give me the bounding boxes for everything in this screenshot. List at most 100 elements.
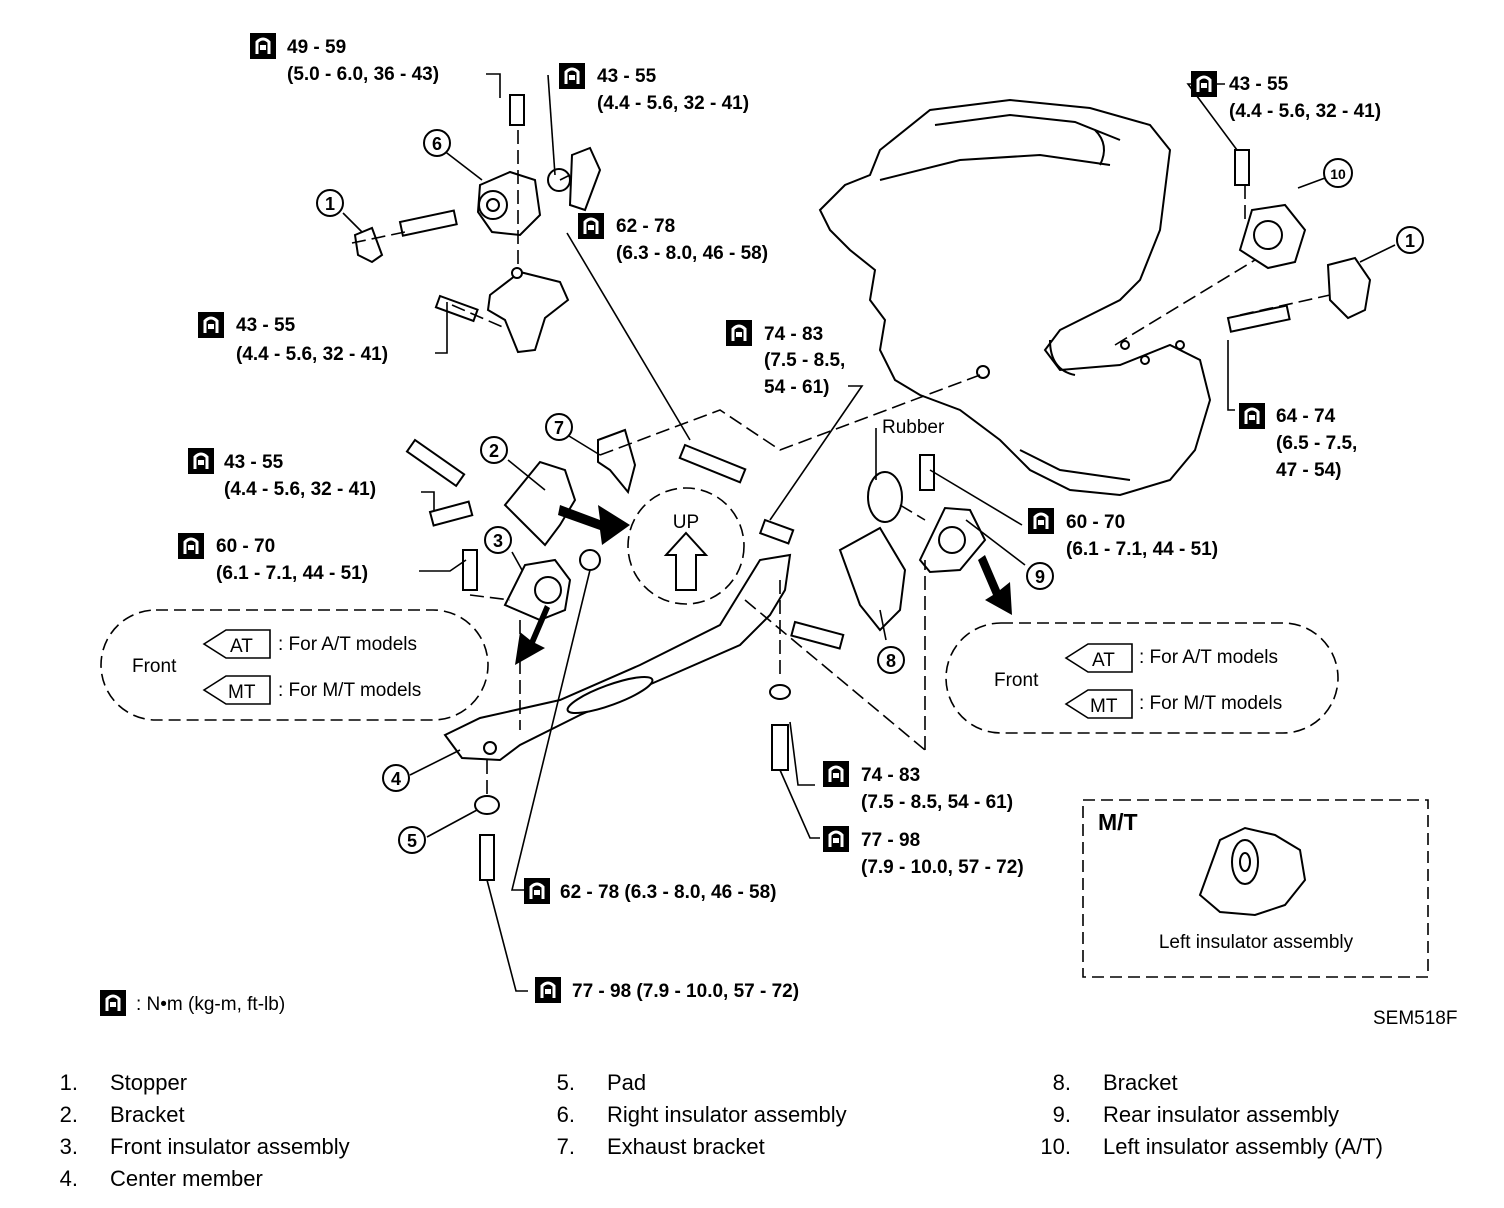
torque-spec: 43 - 55 (4.4 - 5.6, 32 - 41) — [557, 61, 749, 114]
direction-arrows — [515, 505, 1012, 665]
callout-3: 3 — [484, 526, 512, 554]
front-insulator-3 — [503, 558, 572, 622]
torque-spec: 43 - 55 (4.4 - 5.6, 32 - 41) — [196, 310, 388, 365]
svg-text:4: 4 — [391, 769, 401, 789]
svg-text:49 - 59: 49 - 59 — [287, 37, 346, 58]
at-text: : For A/T models — [1139, 647, 1278, 668]
torque-spec: 60 - 70 (6.1 - 7.1, 44 - 51) — [1026, 506, 1218, 560]
torque-spec: 74 - 83 (7.5 - 8.5, 54 - 61) — [821, 759, 1013, 813]
svg-text:62 - 78: 62 - 78 — [616, 216, 675, 237]
torque-spec: 74 - 83 (7.5 - 8.5, 54 - 61) — [724, 318, 845, 398]
callout-5: 5 — [398, 826, 426, 854]
svg-text:(4.4 - 5.6, 32 - 41): (4.4 - 5.6, 32 - 41) — [597, 93, 749, 114]
left-insulator-10 — [1238, 203, 1307, 270]
callout-7: 7 — [545, 413, 573, 441]
svg-text:(4.4 - 5.6, 32 - 41): (4.4 - 5.6, 32 - 41) — [1229, 101, 1381, 122]
exhaust-bracket-7 — [597, 428, 637, 495]
bracket-2 — [503, 460, 577, 547]
svg-text:62 - 78 (6.3 - 8.0, 46 - 58): 62 - 78 (6.3 - 8.0, 46 - 58) — [560, 882, 777, 903]
svg-text:6: 6 — [432, 134, 442, 154]
torque-spec: 49 - 59 (5.0 - 6.0, 36 - 43) — [248, 31, 439, 85]
units-note-text: : N•m (kg-m, ft-lb) — [136, 994, 285, 1015]
svg-text:77 - 98 (7.9 - 10.0, 57 - 72): 77 - 98 (7.9 - 10.0, 57 - 72) — [572, 981, 799, 1002]
engine-block-outline — [818, 98, 1212, 497]
bolt-parts — [398, 94, 1291, 881]
callout-4: 4 — [382, 764, 410, 792]
callout-9: 9 — [1026, 562, 1054, 590]
svg-text:(7.5 - 8.5,: (7.5 - 8.5, — [764, 350, 845, 371]
svg-text:43 - 55: 43 - 55 — [1229, 74, 1289, 95]
svg-text:8: 8 — [886, 651, 896, 671]
svg-text:2: 2 — [489, 441, 499, 461]
leader-lines — [342, 73, 1396, 992]
at-text: : For A/T models — [278, 634, 417, 655]
rubber-washer — [867, 471, 903, 523]
mt-inset-box: M/T Left insulator assembly — [1082, 799, 1429, 978]
mt-text: : For M/T models — [278, 680, 421, 701]
svg-text:43 - 55: 43 - 55 — [236, 315, 296, 336]
at-tag: AT — [1092, 650, 1115, 671]
svg-text:(5.0 - 6.0, 36 - 43): (5.0 - 6.0, 36 - 43) — [287, 64, 439, 85]
callout-8: 8 — [877, 646, 905, 674]
torque-spec: 43 - 55 (4.4 - 5.6, 32 - 41) — [1189, 69, 1381, 122]
torque-spec: 62 - 78 (6.3 - 8.0, 46 - 58) — [522, 876, 777, 906]
front-legend-box-left: Front AT : For A/T models MT : For M/T m… — [100, 609, 489, 721]
svg-text:(6.1 - 7.1, 44 - 51): (6.1 - 7.1, 44 - 51) — [1066, 539, 1218, 560]
svg-text:(4.4 - 5.6, 32 - 41): (4.4 - 5.6, 32 - 41) — [236, 344, 388, 365]
front-legend-box-right: Front AT : For A/T models MT : For M/T m… — [945, 622, 1339, 734]
svg-text:74 - 83: 74 - 83 — [764, 324, 823, 345]
center-member-4 — [443, 553, 792, 762]
mt-inset-title: M/T — [1098, 809, 1138, 835]
svg-text:(4.4 - 5.6, 32 - 41): (4.4 - 5.6, 32 - 41) — [224, 479, 376, 500]
svg-text:60 - 70: 60 - 70 — [216, 536, 275, 557]
svg-text:(6.3 - 8.0, 46 - 58): (6.3 - 8.0, 46 - 58) — [616, 243, 768, 264]
svg-text:60 - 70: 60 - 70 — [1066, 512, 1125, 533]
svg-text:43 - 55: 43 - 55 — [224, 452, 284, 473]
callout-1-right: 1 — [1396, 226, 1424, 254]
svg-text:7: 7 — [554, 418, 564, 438]
front-label: Front — [994, 670, 1039, 691]
dashed-lines — [351, 130, 1331, 795]
svg-text:64 - 74: 64 - 74 — [1276, 406, 1336, 427]
callout-6: 6 — [423, 129, 451, 157]
svg-text:1: 1 — [325, 194, 335, 214]
at-tag: AT — [230, 636, 253, 657]
torque-spec: 60 - 70 (6.1 - 7.1, 44 - 51) — [176, 531, 368, 584]
mt-text: : For M/T models — [1139, 693, 1282, 714]
mt-tag: MT — [1090, 696, 1118, 717]
right-insulator-bracket — [486, 267, 570, 354]
svg-text:3: 3 — [493, 531, 503, 551]
rubber-label: Rubber — [882, 417, 945, 438]
torque-spec: 77 - 98 (7.9 - 10.0, 57 - 72) — [533, 975, 799, 1005]
svg-text:54 - 61): 54 - 61) — [764, 377, 829, 398]
svg-text:10: 10 — [1330, 166, 1346, 182]
stopper-left — [353, 226, 384, 264]
callout-1-left: 1 — [316, 189, 344, 217]
torque-spec: 43 - 55 (4.4 - 5.6, 32 - 41) — [186, 446, 376, 500]
svg-text:9: 9 — [1035, 567, 1045, 587]
callout-10: 10 — [1323, 158, 1353, 188]
torque-spec: 62 - 78 (6.3 - 8.0, 46 - 58) — [576, 211, 768, 264]
rear-insulator-9 — [918, 506, 987, 574]
front-label: Front — [132, 656, 177, 677]
svg-text:(7.5 - 8.5, 54 - 61): (7.5 - 8.5, 54 - 61) — [861, 792, 1013, 813]
torque-spec: 77 - 98 (7.9 - 10.0, 57 - 72) — [821, 824, 1024, 878]
up-label: UP — [673, 512, 699, 533]
up-indicator: UP — [627, 487, 745, 605]
svg-text:(7.9 - 10.0, 57 - 72): (7.9 - 10.0, 57 - 72) — [861, 857, 1024, 878]
svg-text:5: 5 — [407, 831, 417, 851]
left-insulator-mt — [1198, 826, 1307, 917]
svg-text:(6.5 - 7.5,: (6.5 - 7.5, — [1276, 433, 1357, 454]
units-note: : N•m (kg-m, ft-lb) — [98, 988, 285, 1018]
svg-text:(6.1 - 7.1, 44 - 51): (6.1 - 7.1, 44 - 51) — [216, 563, 368, 584]
torque-spec: 64 - 74 (6.5 - 7.5, 47 - 54) — [1237, 401, 1357, 481]
svg-text:74 - 83: 74 - 83 — [861, 765, 920, 786]
stopper-right — [1326, 256, 1372, 320]
svg-text:43 - 55: 43 - 55 — [597, 66, 657, 87]
svg-text:47 - 54): 47 - 54) — [1276, 460, 1341, 481]
mt-tag: MT — [228, 682, 256, 703]
svg-text:77 - 98: 77 - 98 — [861, 830, 920, 851]
callout-2: 2 — [480, 436, 508, 464]
bracket-8 — [838, 526, 907, 632]
svg-text:1: 1 — [1405, 231, 1415, 251]
